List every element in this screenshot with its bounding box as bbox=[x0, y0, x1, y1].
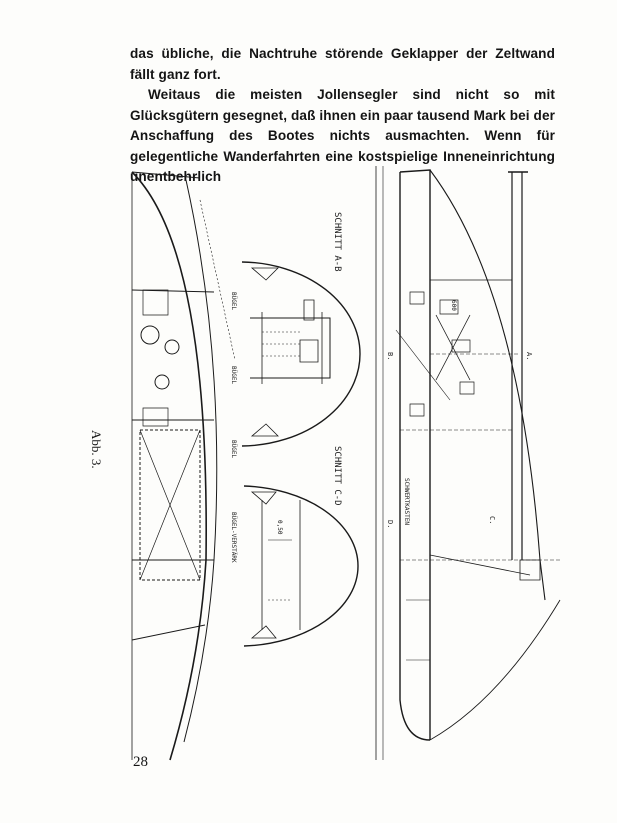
label-buegel-verstaerkung: BÜGEL-VERSTÄRK bbox=[230, 512, 237, 563]
label-dim-050: 0,50 bbox=[276, 520, 283, 535]
label-buegel-1: BÜGEL bbox=[230, 292, 237, 310]
deck-plan-drawing bbox=[131, 171, 236, 761]
label-letter-b: B. bbox=[386, 352, 394, 360]
label-schnitt-cd: SCHNITT C-D bbox=[332, 446, 342, 506]
label-letter-d: D. bbox=[386, 520, 394, 528]
label-buegel-3: BÜGEL bbox=[230, 440, 237, 458]
figure-caption: Abb. 3. bbox=[89, 430, 104, 469]
paragraph-1: das übliche, die Nachtruhe störende Gekl… bbox=[130, 46, 555, 82]
paragraph-2: Weitaus die meisten Jollensegler sind ni… bbox=[130, 87, 555, 184]
body-text: das übliche, die Nachtruhe störende Gekl… bbox=[130, 44, 555, 188]
label-letter-a: A. bbox=[525, 352, 533, 360]
label-dim-600: 600 bbox=[450, 300, 457, 311]
side-elevation-drawing bbox=[375, 166, 561, 760]
label-letter-c: C. bbox=[488, 516, 496, 524]
section-ab-drawing bbox=[241, 261, 361, 447]
label-buegel-2: BÜGEL bbox=[230, 366, 237, 384]
page-number: 28 bbox=[133, 754, 148, 770]
label-schnitt-ab: SCHNITT A-B bbox=[332, 212, 342, 272]
label-schwertkasten: SCHWERTKASTEN bbox=[403, 478, 410, 525]
section-cd-drawing bbox=[243, 485, 359, 647]
